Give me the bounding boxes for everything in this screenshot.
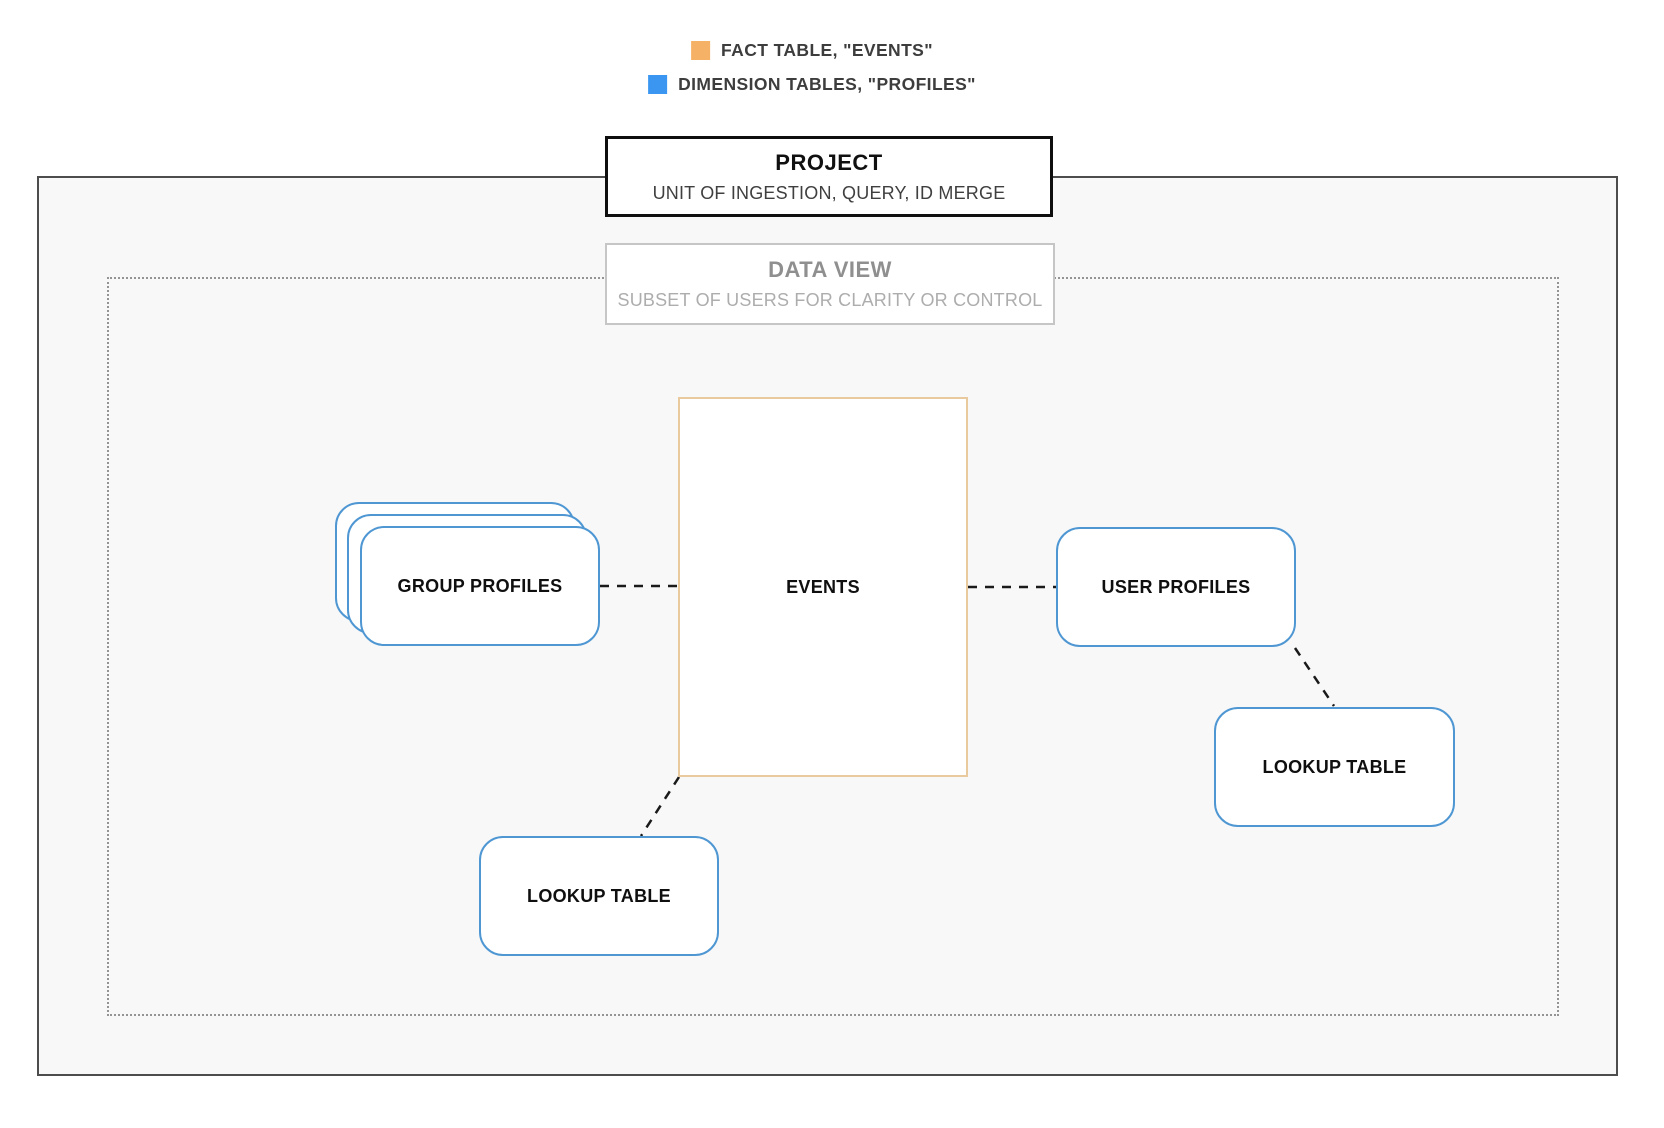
lookup-table-right-node: LOOKUP TABLE [1214,707,1455,827]
data-view-subtitle: SUBSET OF USERS FOR CLARITY OR CONTROL [617,290,1043,310]
lookup-table-right-label: LOOKUP TABLE [1262,756,1407,777]
data-view-title: DATA VIEW [768,257,892,282]
group-profiles-label: GROUP PROFILES [397,575,563,596]
dimension-tables-swatch-icon [648,75,668,94]
legend-item-dimension-tables: DIMENSION TABLES, "PROFILES" [648,74,976,95]
user-profiles-label: USER PROFILES [1101,576,1251,597]
group-profiles-node: GROUP PROFILES [360,526,600,646]
dimension-tables-legend-label: DIMENSION TABLES, "PROFILES" [678,74,976,94]
user-profiles-node: USER PROFILES [1056,527,1296,647]
data-view-header-box: DATA VIEW SUBSET OF USERS FOR CLARITY OR… [605,243,1055,325]
fact-table-legend-label: FACT TABLE, "EVENTS" [721,40,933,60]
project-subtitle: UNIT OF INGESTION, QUERY, ID MERGE [652,182,1006,203]
project-header-box: PROJECT UNIT OF INGESTION, QUERY, ID MER… [605,136,1053,217]
project-title: PROJECT [775,149,883,175]
events-node: EVENTS [678,397,968,777]
events-label: EVENTS [786,576,860,597]
lookup-table-bottom-label: LOOKUP TABLE [527,885,671,906]
lookup-table-bottom-node: LOOKUP TABLE [479,836,719,956]
legend-item-fact-table: FACT TABLE, "EVENTS" [691,40,933,61]
legend: FACT TABLE, "EVENTS" DIMENSION TABLES, "… [648,40,976,95]
fact-table-swatch-icon [691,41,711,60]
